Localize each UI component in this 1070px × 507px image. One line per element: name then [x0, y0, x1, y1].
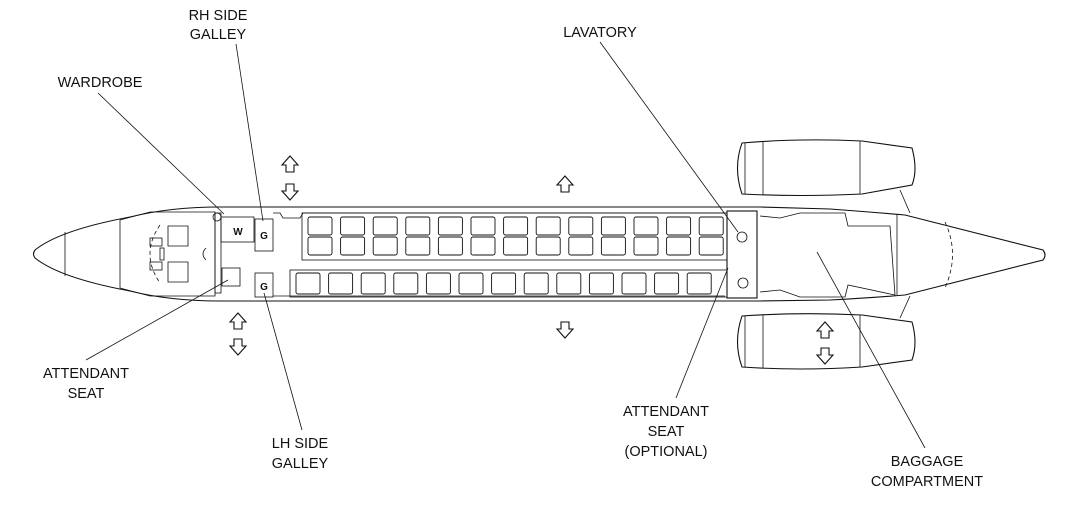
cockpit-seats — [149, 225, 207, 283]
arrow-down-icon — [815, 321, 835, 339]
passenger-seat — [600, 216, 626, 236]
passenger-seat — [698, 236, 724, 256]
lh-galley-box — [254, 272, 274, 298]
arrow-up-icon — [555, 321, 575, 339]
leader-lavatory — [599, 41, 739, 233]
passenger-seat — [393, 272, 419, 295]
passenger-seat — [621, 272, 647, 295]
passenger-seat — [307, 216, 333, 236]
passenger-seat — [600, 236, 626, 256]
toilet-icon — [736, 231, 748, 243]
passenger-seat — [698, 216, 724, 236]
passenger-seat — [556, 272, 582, 295]
engine-upper — [736, 139, 916, 214]
lavatory-box — [726, 210, 758, 299]
wardrobe-icon — [212, 212, 222, 222]
passenger-seat — [328, 272, 354, 295]
passenger-seat — [340, 236, 366, 256]
leader-attendant-seat — [85, 279, 229, 361]
passenger-seat — [568, 236, 594, 256]
passenger-seat — [633, 216, 659, 236]
passenger-seat — [340, 216, 366, 236]
passenger-seat — [588, 272, 614, 295]
wardrobe-marker: W — [233, 227, 243, 238]
passenger-seat — [491, 272, 517, 295]
rh-galley-marker: G — [260, 231, 268, 242]
passenger-seat — [437, 216, 463, 236]
passenger-seat — [405, 236, 431, 256]
passenger-seat — [654, 272, 680, 295]
leader-rh-galley — [235, 43, 264, 222]
passenger-seat — [470, 216, 496, 236]
engine-lower — [736, 295, 916, 370]
arrow-up-icon — [815, 347, 835, 365]
leader-baggage — [816, 251, 926, 449]
label-lavatory: LAVATORY — [563, 25, 637, 41]
arrow-down-icon — [228, 312, 248, 330]
passenger-seat — [458, 272, 484, 295]
door-arrows — [228, 155, 835, 365]
passenger-seat — [425, 272, 451, 295]
passenger-seat — [535, 216, 561, 236]
arrow-down-icon — [555, 175, 575, 193]
passenger-seat — [535, 236, 561, 256]
arrow-up-icon — [228, 338, 248, 356]
passenger-seat — [437, 236, 463, 256]
arrow-up-icon — [280, 183, 300, 201]
passenger-seat — [372, 236, 398, 256]
lh-galley-marker: G — [260, 282, 268, 293]
passenger-seat — [666, 236, 692, 256]
passenger-seat — [633, 236, 659, 256]
passenger-seat — [405, 216, 431, 236]
leader-attendant-seat-optional — [675, 267, 729, 399]
arrow-down-icon — [280, 155, 300, 173]
label-wardrobe: WARDROBE — [58, 75, 143, 91]
passenger-seat — [503, 236, 529, 256]
passenger-seat — [523, 272, 549, 295]
passenger-seat — [568, 216, 594, 236]
passenger-seat — [686, 272, 712, 295]
passenger-seats — [295, 216, 724, 295]
passenger-seat — [666, 216, 692, 236]
passenger-seat — [470, 236, 496, 256]
passenger-seat — [307, 236, 333, 256]
leader-lh-galley — [263, 292, 303, 431]
passenger-seat — [372, 216, 398, 236]
fuselage-outline — [32, 206, 1046, 302]
passenger-seat — [360, 272, 386, 295]
leader-wardrobe — [97, 92, 225, 215]
passenger-seat — [503, 216, 529, 236]
rh-galley-box — [254, 218, 274, 252]
wardrobe-box — [220, 216, 255, 243]
passenger-seat — [295, 272, 321, 295]
